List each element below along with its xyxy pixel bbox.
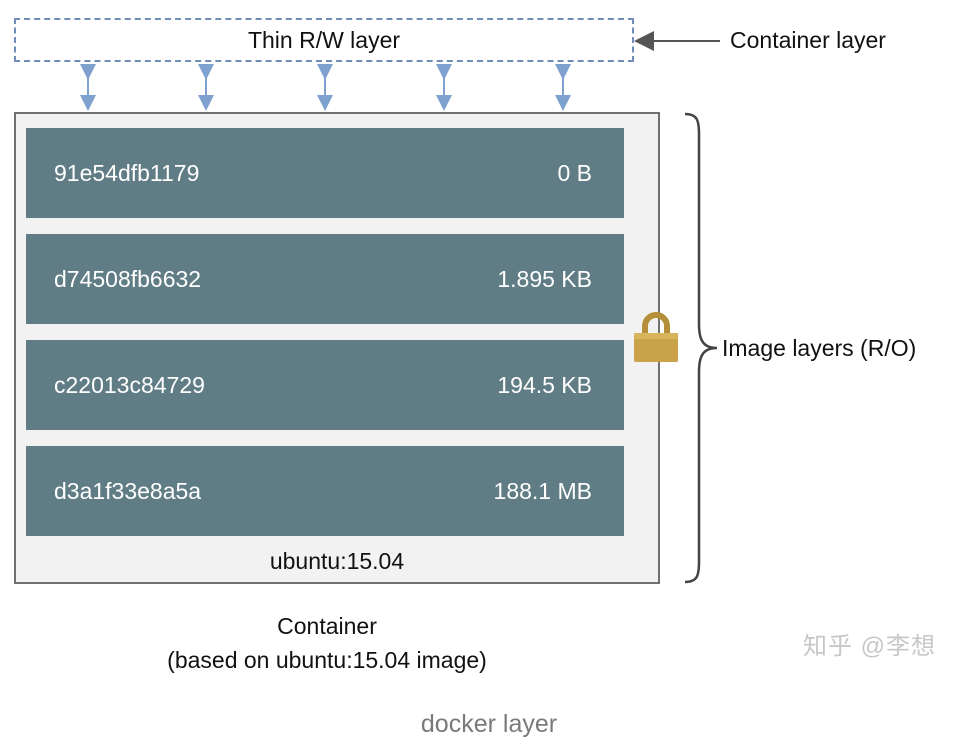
container-layer-label: Container layer <box>730 27 886 53</box>
image-layer-row: d74508fb6632 1.895 KB <box>26 234 624 324</box>
image-layer-row: 91e54dfb1179 0 B <box>26 128 624 218</box>
container-caption-subtitle: (based on ubuntu:15.04 image) <box>167 647 487 673</box>
layer-id: 91e54dfb1179 <box>54 159 200 186</box>
figure-caption: docker layer <box>420 710 558 738</box>
curly-brace-icon <box>684 112 718 584</box>
lock-icon <box>634 312 678 362</box>
layer-id: d74508fb6632 <box>54 265 202 292</box>
layer-size: 0 B <box>557 159 592 186</box>
base-image-label: ubuntu:15.04 <box>269 548 405 574</box>
layer-id: d3a1f33e8a5a <box>54 477 202 504</box>
layer-id: c22013c84729 <box>54 371 205 398</box>
watermark: 知乎 @李想 <box>803 633 937 660</box>
thin-rw-layer-label: Thin R/W layer <box>247 26 401 53</box>
layer-size: 194.5 KB <box>497 371 592 398</box>
layer-size: 1.895 KB <box>497 265 592 292</box>
container-caption: Container (based on ubuntu:15.04 image) <box>14 609 640 677</box>
container-caption-title: Container <box>277 613 377 639</box>
image-layers-label: Image layers (R/O) <box>722 335 917 361</box>
thin-rw-layer: Thin R/W layer <box>14 18 634 62</box>
layer-size: 188.1 MB <box>493 477 592 504</box>
image-layer-row: c22013c84729 194.5 KB <box>26 340 624 430</box>
image-layer-row: d3a1f33e8a5a 188.1 MB <box>26 446 624 536</box>
